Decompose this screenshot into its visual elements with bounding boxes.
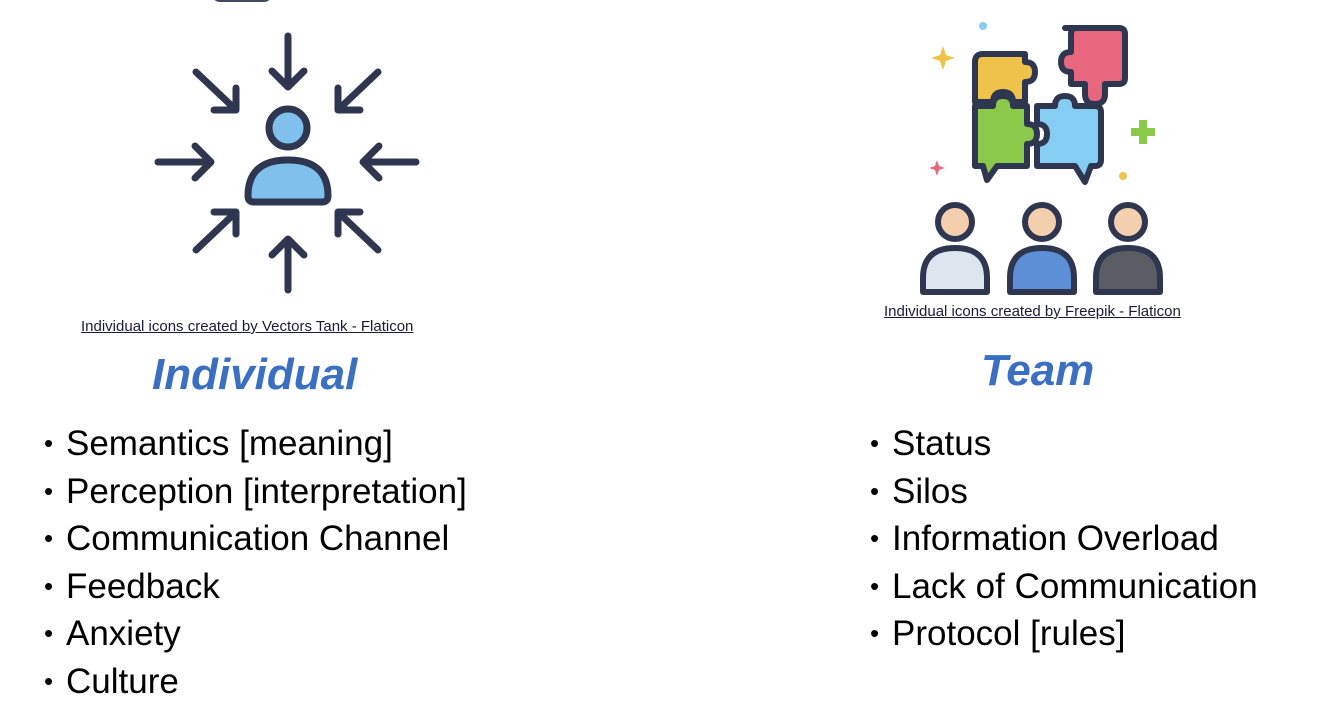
person-focus-icon: [148, 28, 428, 298]
individual-barriers-list: •Semantics [meaning] •Perception [interp…: [44, 420, 467, 705]
bullet-icon: •: [44, 428, 54, 458]
list-item: •Semantics [meaning]: [44, 420, 467, 468]
list-item: •Perception [interpretation]: [44, 468, 467, 516]
bullet-icon: •: [44, 523, 54, 553]
team-puzzle-icon: [915, 18, 1170, 300]
bullet-icon: •: [44, 570, 54, 601]
bullet-icon: •: [870, 570, 880, 601]
bullet-icon: •: [44, 475, 54, 506]
list-item: •Culture: [44, 658, 467, 706]
icon-credit-link[interactable]: Individual icons created by Vectors Tank…: [81, 318, 414, 335]
bullet-icon: •: [44, 665, 54, 696]
icon-credit-link[interactable]: Individual icons created by Freepik - Fl…: [884, 303, 1181, 320]
list-item: •Information Overload: [870, 515, 1258, 563]
individual-column: Individual icons created by Vectors Tank…: [0, 0, 600, 719]
individual-heading: Individual: [152, 350, 358, 399]
list-item: •Feedback: [44, 563, 467, 611]
list-item: •Communication Channel: [44, 515, 467, 563]
list-item: •Protocol [rules]: [870, 610, 1258, 658]
list-item: •Silos: [870, 468, 1258, 516]
team-heading: Team: [981, 346, 1095, 395]
list-item: •Anxiety: [44, 610, 467, 658]
bullet-icon: •: [870, 475, 880, 506]
list-item: •Lack of Communication: [870, 563, 1258, 611]
team-column: Individual icons created by Freepik - Fl…: [820, 0, 1331, 719]
bullet-icon: •: [870, 618, 880, 648]
bullet-icon: •: [44, 618, 54, 648]
team-barriers-list: •Status •Silos •Information Overload •La…: [870, 420, 1258, 658]
list-item: •Status: [870, 420, 1258, 468]
bullet-icon: •: [870, 428, 880, 458]
bullet-icon: •: [870, 523, 880, 553]
cropped-heading-fragment: [212, 0, 272, 2]
